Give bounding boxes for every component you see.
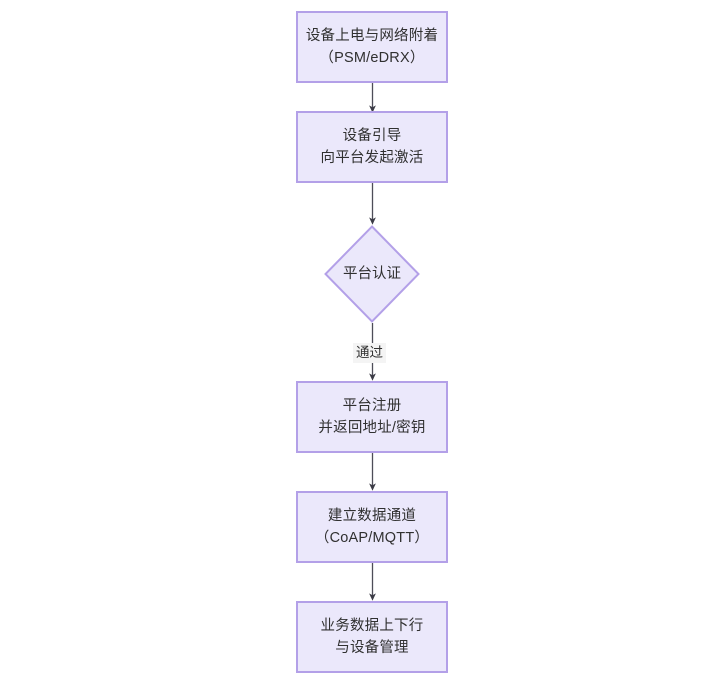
node-text-line2: （CoAP/MQTT） (314, 530, 430, 546)
node-platform-authentication[interactable]: 平台认证 (324, 225, 420, 323)
node-text-line1: 平台认证 (343, 266, 401, 282)
node-text-line1: 建立数据通道 (327, 508, 417, 524)
node-text-line1: 业务数据上下行 (320, 618, 424, 634)
node-text-line1: 设备上电与网络附着 (305, 28, 439, 44)
edge-label-pass: 通过 (353, 343, 386, 363)
diamond-shape (324, 225, 420, 323)
node-text-line2: 与设备管理 (335, 640, 409, 656)
node-text-line2: 并返回地址/密钥 (318, 420, 426, 436)
node-business-data-and-device-management[interactable]: 业务数据上下行 与设备管理 (296, 601, 448, 673)
node-text-line2: （PSM/eDRX） (319, 50, 425, 66)
node-platform-registration[interactable]: 平台注册 并返回地址/密钥 (296, 381, 448, 453)
node-establish-data-channel[interactable]: 建立数据通道 （CoAP/MQTT） (296, 491, 448, 563)
node-text-line1: 设备引导 (342, 128, 402, 144)
node-device-bootstrap[interactable]: 设备引导 向平台发起激活 (296, 111, 448, 183)
node-text-line2: 向平台发起激活 (320, 150, 424, 166)
node-device-power-on[interactable]: 设备上电与网络附着 （PSM/eDRX） (296, 11, 448, 83)
node-text-line1: 平台注册 (342, 398, 402, 414)
